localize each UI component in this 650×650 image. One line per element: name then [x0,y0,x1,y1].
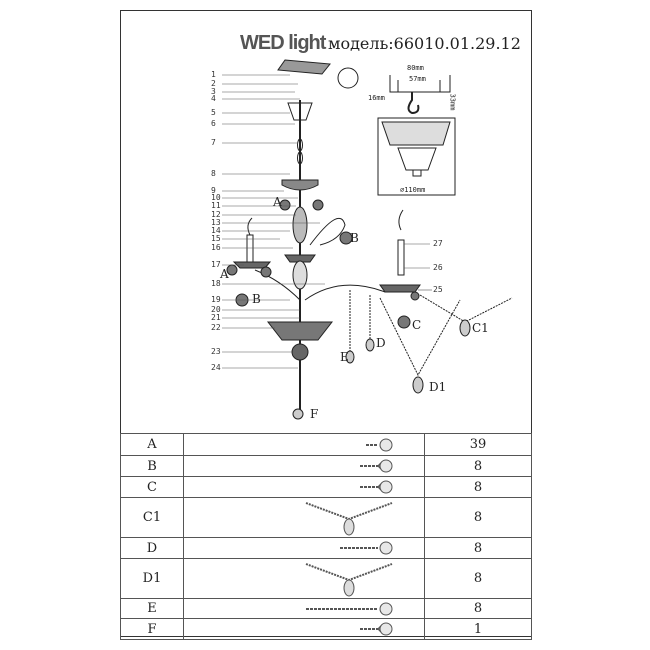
glass-vase [292,260,308,290]
glass-column [292,206,308,244]
part-number-label: 13 [211,218,221,227]
part-code: D [120,537,184,559]
middle-bowl [284,254,316,263]
pendant-illustration-v-icon [183,558,425,599]
part-code: C [120,476,184,498]
part-number-label: 24 [211,363,221,372]
part-number-label: 10 [211,193,221,202]
part-number-label: 16 [211,243,221,252]
part-number-label: 1 [211,70,216,79]
part-code: D1 [120,558,184,599]
table-row: A 39 [120,433,532,456]
part-number-label: 14 [211,226,221,235]
part-number-label: 21 [211,313,221,322]
part-number-label: 9 [211,186,216,195]
pendant-label-a2: A [220,267,229,281]
part-quantity: 8 [424,497,532,538]
part-number-label: 17 [211,260,221,269]
hook-detail [377,75,456,196]
pendant-label-b1: B [350,231,359,245]
part-number-label: 20 [211,305,221,314]
model-number: модель:66010.01.29.12 [328,34,521,53]
dim-width-57: 57mm [409,75,426,83]
right-flame [398,209,404,231]
pendant-label-a1: A [273,195,282,209]
part-quantity: 1 [424,618,532,640]
right-candle-cup [379,284,421,293]
ball [291,343,309,361]
pendant-illustration-v-icon [183,497,425,538]
crystal-drops [226,199,420,420]
part-quantity: 8 [424,537,532,559]
upper-arm [309,217,346,246]
part-number-label: 6 [211,119,216,128]
part-quantity: 39 [424,433,532,456]
part-number-label: 12 [211,210,221,219]
detail-circle [337,67,359,89]
part-number-label: 18 [211,279,221,288]
part-number-label: 2 [211,79,216,88]
pendant-label-f: F [310,407,319,421]
part-number-label: 7 [211,138,216,147]
dim-width-80: 80mm [407,64,424,72]
part-number-label: 11 [211,201,221,210]
part-quantity: 8 [424,598,532,619]
pendant-illustration-short-icon [183,433,425,456]
chain [297,138,303,165]
part-number-label: 25 [433,285,443,294]
left-arm [254,269,301,301]
dim-33: 33mm [448,93,457,111]
table-row: D1 8 [120,558,532,599]
pendant-illustration-flower-icon [183,476,425,498]
part-number-label: 3 [211,87,216,96]
part-code: F [120,618,184,640]
pendant-label-d: D [376,336,386,350]
part-number-label: 19 [211,295,221,304]
pendant-illustration-longer-icon [183,598,425,619]
part-quantity: 8 [424,476,532,498]
part-number-label: 4 [211,94,216,103]
pendant-illustration-flower-icon [183,455,425,477]
chandelier-diagram [222,59,513,420]
dim-diameter: ⌀110mm [400,186,426,194]
right-candle [397,239,405,276]
part-code: C1 [120,497,184,538]
ceiling-plate [277,59,331,75]
pendant-label-b2: B [252,292,261,306]
part-quantity: 8 [424,455,532,477]
pendant-illustration-long-icon [183,537,425,559]
part-number-label: 22 [211,323,221,332]
left-flame [247,217,253,236]
pendant-label-d1: D1 [429,380,447,394]
part-number-label: 5 [211,108,216,117]
pendant-label-e: E [340,350,349,364]
pendant-label-c1: C1 [472,321,489,335]
table-row: C1 8 [120,497,532,538]
canopy [287,102,313,121]
pendant-label-c: C [412,318,422,332]
part-number-label: 26 [433,263,443,272]
bead-pendants [345,319,471,394]
right-arm [304,284,386,301]
part-code: A [120,433,184,456]
part-code: B [120,455,184,477]
part-number-label: 23 [211,347,221,356]
part-number-label: 8 [211,169,216,178]
part-number-label: 15 [211,234,221,243]
part-quantity: 8 [424,558,532,599]
leader-lines [222,74,432,369]
brand-logo: WED light [240,32,326,54]
dim-16: 16mm [368,94,385,102]
part-number-label: 27 [433,239,443,248]
lower-bowl [266,321,334,341]
upper-bowl [281,179,319,191]
part-code: E [120,598,184,619]
pendant-illustration-flower-icon [183,618,425,640]
